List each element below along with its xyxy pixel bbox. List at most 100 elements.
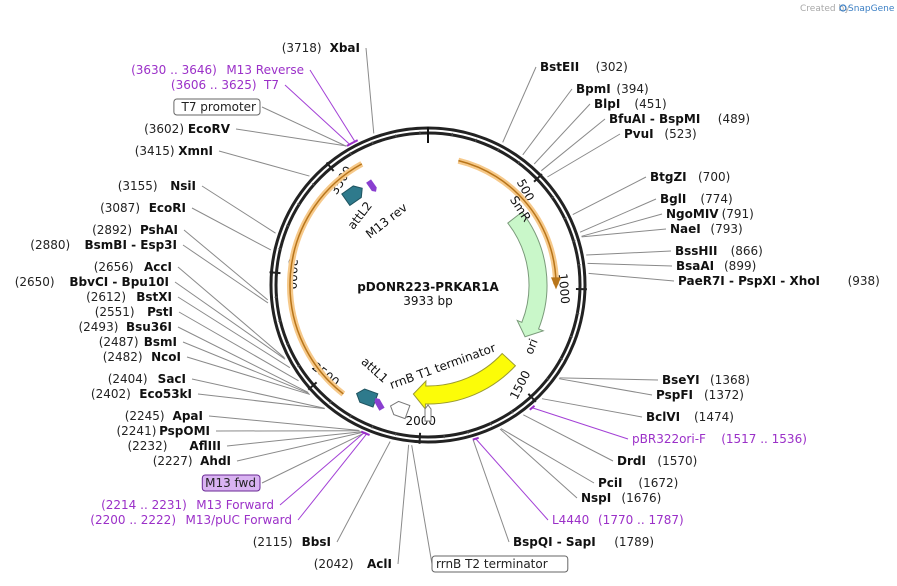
site-name-naei: NaeI xyxy=(670,222,701,236)
site-name-bclvi: BclVI xyxy=(646,410,680,424)
leader-bsaai xyxy=(587,262,673,267)
site-pos-ngomiv: (791) xyxy=(722,207,754,221)
site-pos-pbr322ori-f: (1517 .. 1536) xyxy=(721,432,807,446)
minor-tick xyxy=(569,335,574,338)
leader-saci xyxy=(191,378,325,409)
insert-orf xyxy=(287,157,561,397)
minor-tick xyxy=(349,414,352,418)
minor-tick xyxy=(497,148,500,152)
minor-tick xyxy=(517,161,521,165)
minor-tick xyxy=(395,134,397,138)
leader-afliii xyxy=(226,431,362,447)
site-name-afliii: AflIII xyxy=(189,439,221,453)
site-pos-bbvci-bpu10i: (2650) xyxy=(15,275,55,289)
site-pos-ecori: (3087) xyxy=(100,201,140,215)
leader-apai xyxy=(208,415,359,431)
tick-2500 xyxy=(307,381,318,391)
leader-bsmi xyxy=(182,341,310,394)
site-pos-paer7i-pspxi-xhoi: (938) xyxy=(848,274,880,288)
site-pos-nspi: (1676) xyxy=(621,491,661,505)
site-pos-ncoi: (2482) xyxy=(103,350,143,364)
leader-rrnb-t2-terminator xyxy=(411,445,433,565)
attL1-arrow xyxy=(355,388,379,408)
leader-bgli xyxy=(579,198,657,233)
feature-smr-arrow xyxy=(507,211,548,338)
site-pos-ahdi: (2227) xyxy=(153,454,193,468)
leader-nspi xyxy=(499,428,578,499)
leader-bfuai-bspmi xyxy=(541,118,606,172)
leader-paer7i-pspxi-xhoi xyxy=(588,272,675,282)
site-name-nsii: NsiI xyxy=(170,179,196,193)
minor-tick xyxy=(371,425,374,429)
site-name-btgzi: BtgZI xyxy=(650,170,687,184)
minor-tick xyxy=(563,217,567,220)
leader-bbsi xyxy=(336,441,391,543)
site-name-t7: T7 xyxy=(263,78,279,92)
primer-mark-3 xyxy=(363,431,370,436)
primer-marks xyxy=(346,139,536,441)
leader-pshai xyxy=(183,229,269,301)
minor-tick xyxy=(572,240,576,242)
leader-drdi xyxy=(523,414,614,462)
site-pos-bsaai: (899) xyxy=(724,259,756,273)
site-name-nspi: NspI xyxy=(581,491,611,505)
site-pos-acci: (2656) xyxy=(94,260,134,274)
site-pos-naei: (793) xyxy=(710,222,742,236)
leader-ecori xyxy=(191,207,272,251)
site-pos-bpmi: (394) xyxy=(616,82,648,96)
leader-ecorv xyxy=(235,128,347,147)
site-pos-bsteii: (302) xyxy=(596,60,628,74)
feature-ori-arrow xyxy=(412,352,517,411)
site-pos-xmni: (3415) xyxy=(135,144,175,158)
leader-xbai xyxy=(365,47,375,134)
tick-label-1000: 1000 xyxy=(556,273,573,305)
leader-t7 xyxy=(284,84,351,145)
site-pos-apai: (2245) xyxy=(125,409,165,423)
site-box-m13-fwd xyxy=(201,474,261,492)
leader-blpi xyxy=(533,103,591,165)
site-pos-bsshii: (866) xyxy=(731,244,763,258)
site-box-rrnb-t2-terminator xyxy=(431,555,569,573)
site-name-bsaai: BsaAI xyxy=(676,259,714,273)
leader-m13-reverse xyxy=(309,69,356,142)
minor-tick xyxy=(394,432,397,436)
site-name-blpi: BlpI xyxy=(594,97,620,111)
site-name-pvui: PvuI xyxy=(624,127,654,141)
site-leaders xyxy=(174,47,675,565)
site-pos-bsmi: (2487) xyxy=(99,335,139,349)
site-pos-acli: (2042) xyxy=(314,557,354,571)
minor-tick xyxy=(297,202,301,206)
site-name-acci: AccI xyxy=(144,260,172,274)
site-name-bfuai-bspmi: BfuAI - BspMI xyxy=(609,112,700,126)
leader-xmni xyxy=(218,150,310,177)
tick-2000 xyxy=(418,432,422,444)
site-name-eco53ki: Eco53kI xyxy=(139,387,192,401)
minor-tick xyxy=(311,183,315,186)
leader-bsshii xyxy=(586,250,672,256)
leader-naei xyxy=(581,228,667,238)
site-pos-m13-reverse: (3630 .. 3646) xyxy=(131,63,217,77)
site-pos-ecorv: (3602) xyxy=(144,122,184,136)
site-pos-blpi: (451) xyxy=(634,97,666,111)
site-name-acli: AclI xyxy=(367,557,392,571)
site-pos-bsu36i: (2493) xyxy=(78,320,118,334)
site-name-bsteii: BstEII xyxy=(540,60,579,74)
minor-tick xyxy=(489,422,493,426)
watermark-prefix: Created by xyxy=(800,4,850,14)
site-pos-pvui: (523) xyxy=(664,127,696,141)
primer-mark-1 xyxy=(346,141,353,147)
tick-3500 xyxy=(325,161,335,172)
m13-fwd-arrow xyxy=(374,397,385,411)
leader-bstxi xyxy=(177,296,291,369)
site-name-bsshii: BssHII xyxy=(675,244,717,258)
site-pos-xbai: (3718) xyxy=(282,41,322,55)
leader-t7-promoter xyxy=(261,106,347,147)
leader-bclvi xyxy=(541,398,643,418)
site-pos-afliii: (2232) xyxy=(127,439,167,453)
leader-eco53ki xyxy=(197,393,325,410)
m13-rev-arrow xyxy=(366,179,377,192)
ori-label: ori xyxy=(522,337,541,357)
primer-mark-4 xyxy=(529,404,536,411)
minor-tick xyxy=(285,224,290,227)
plasmid-name: pDONR223-PRKAR1A xyxy=(357,280,499,294)
